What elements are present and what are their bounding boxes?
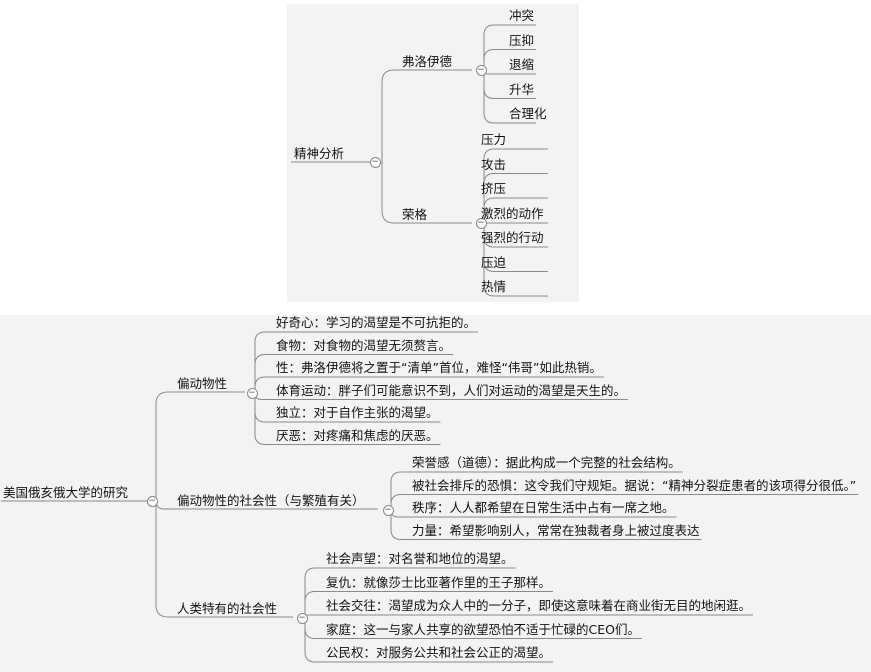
leaf-node[interactable]: 退缩 <box>509 57 535 72</box>
leaf-node[interactable]: 社会声望：对名誉和地位的渴望。 <box>326 551 514 566</box>
leaf-node[interactable]: 挤压 <box>481 181 507 196</box>
collapse-toggle-branch[interactable]: − <box>246 387 258 399</box>
leaf-node[interactable]: 升华 <box>509 81 535 97</box>
leaf-node[interactable]: 压抑 <box>509 32 535 48</box>
collapse-toggle-branch[interactable]: − <box>296 612 308 624</box>
collapse-toggle-root[interactable]: − <box>146 495 158 507</box>
root-node-ohio-study[interactable]: 美国俄亥俄大学的研究 <box>3 485 129 500</box>
collapse-toggle-branch[interactable]: − <box>382 504 394 516</box>
leaf-node[interactable]: 家庭：这一与家人共享的欲望恐怕不适于忙碌的CEO们。 <box>326 621 640 637</box>
leaf-node[interactable]: 公民权：对服务公共和社会公正的渴望。 <box>326 645 552 660</box>
leaf-node[interactable]: 厌恶：对疼痛和焦虑的厌恶。 <box>276 427 439 443</box>
leaf-node[interactable]: 热情 <box>481 279 507 294</box>
leaf-node[interactable]: 独立：对于自作主张的渴望。 <box>276 405 439 420</box>
leaf-node[interactable]: 合理化 <box>509 106 547 121</box>
leaf-node[interactable]: 攻击 <box>481 156 507 172</box>
collapse-toggle-branch[interactable]: − <box>475 64 487 76</box>
root-node-psychoanalysis[interactable]: 精神分析 <box>294 146 345 161</box>
leaf-node[interactable]: 压力 <box>481 132 507 147</box>
leaf-node[interactable]: 被社会排斥的恐惧：这令我们守规矩。据说：“精神分裂症患者的该项得分很低。” <box>412 477 857 493</box>
leaf-node[interactable]: 食物：对食物的渴望无须赘言。 <box>276 337 452 353</box>
leaf-node[interactable]: 激烈的动作 <box>481 205 544 221</box>
leaf-node[interactable]: 冲突 <box>509 8 535 23</box>
leaf-node[interactable]: 体育运动：胖子们可能意识不到，人们对运动的渴望是天生的。 <box>276 382 627 398</box>
leaf-node[interactable]: 社会交往：渴望成为众人中的一分子，即使这意味着在商业街无目的地闲逛。 <box>326 598 752 613</box>
leaf-node[interactable]: 荣誉感（道德）：据此构成一个完整的社会结构。 <box>412 455 681 470</box>
collapse-toggle-root[interactable]: − <box>369 156 381 168</box>
leaf-node[interactable]: 好奇心：学习的渴望是不可抗拒的。 <box>276 315 477 330</box>
leaf-node[interactable]: 秩序：人人都希望在日常生活中占有一席之地。 <box>412 500 675 515</box>
branch-node[interactable]: 人类特有的社会性 <box>177 601 278 616</box>
branch-node[interactable]: 荣格 <box>402 207 428 222</box>
branch-node[interactable]: 偏动物性的社会性（与繁殖有关） <box>177 493 365 508</box>
leaf-node[interactable]: 性：弗洛伊德将之置于“清单”首位，难怪“伟哥”如此热销。 <box>276 360 602 375</box>
leaf-node[interactable]: 压迫 <box>481 254 507 270</box>
branch-node[interactable]: 弗洛伊德 <box>402 54 453 69</box>
collapse-toggle-branch[interactable]: − <box>475 217 487 229</box>
branch-node[interactable]: 偏动物性 <box>177 376 228 391</box>
leaf-node[interactable]: 复仇：就像莎士比亚著作里的王子那样。 <box>326 574 552 590</box>
leaf-node[interactable]: 强烈的行动 <box>481 230 544 245</box>
leaf-node[interactable]: 力量：希望影响别人，常常在独裁者身上被过度表达 <box>412 522 700 538</box>
